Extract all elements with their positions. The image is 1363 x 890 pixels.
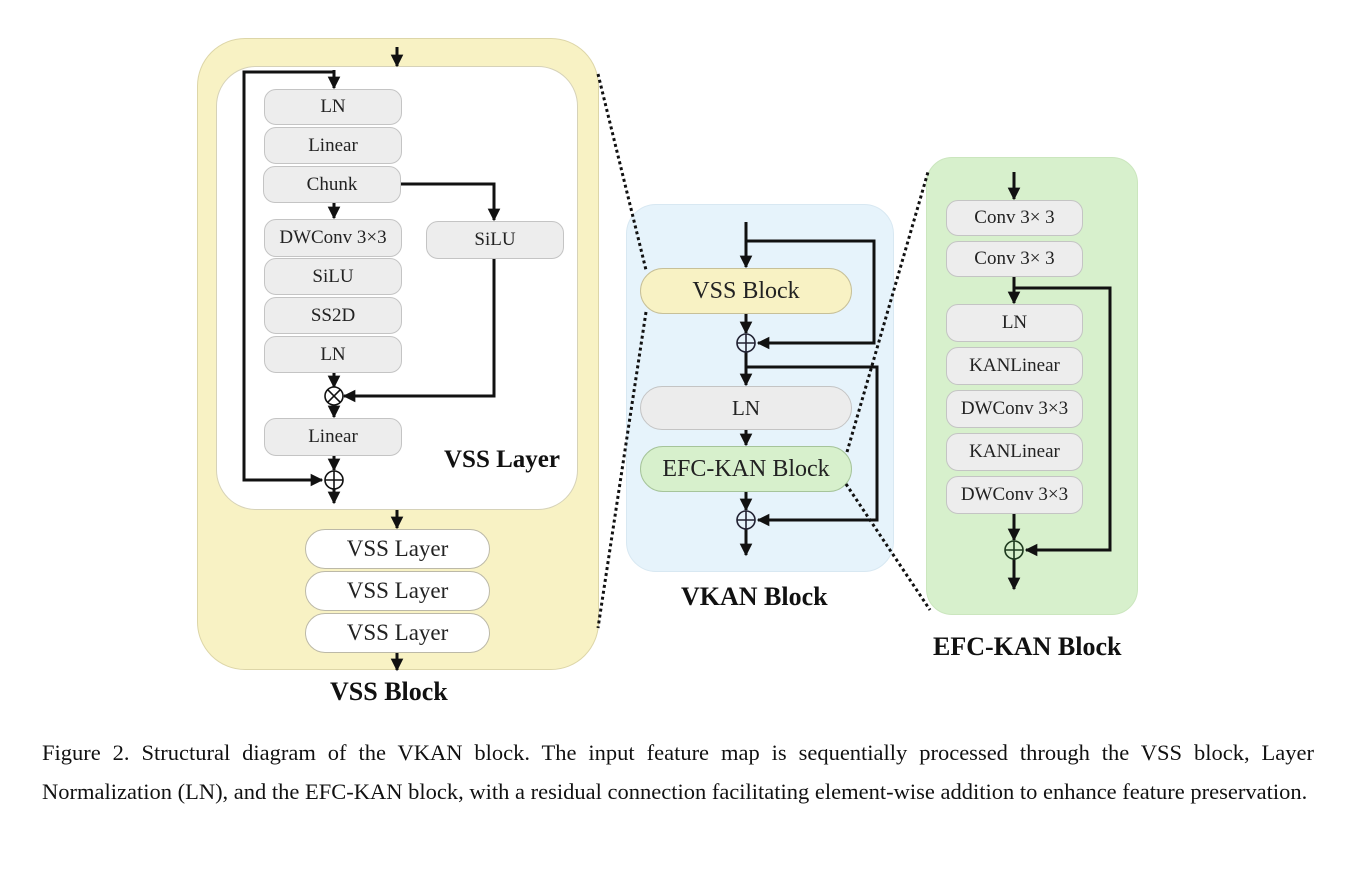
vss-ln-box: LN <box>264 89 402 125</box>
efc-conv1-box: Conv 3× 3 <box>946 200 1083 236</box>
chunk-to-silu-line <box>401 182 501 222</box>
vss-ss2d-box: SS2D <box>264 297 402 334</box>
vss-layer-add-icon <box>324 470 344 490</box>
efc-add-icon <box>1004 540 1024 560</box>
efc-conv2-box: Conv 3× 3 <box>946 241 1083 277</box>
vss-layer-stack-1: VSS Layer <box>305 529 490 569</box>
vss-layer-stack-3: VSS Layer <box>305 613 490 653</box>
vss-layer-title: VSS Layer <box>444 446 560 473</box>
efc-kan-block-title: EFC-KAN Block <box>933 632 1122 661</box>
vkan-add-icon-2 <box>736 510 756 530</box>
zoom-line-efc-top <box>845 171 930 453</box>
vkan-efc-kan-box: EFC-KAN Block <box>640 446 852 492</box>
vss-out-linear-box: Linear <box>264 418 402 456</box>
efc-dwconv2-box: DWConv 3×3 <box>946 476 1083 514</box>
efc-kanlinear2-box: KANLinear <box>946 433 1083 471</box>
vkan-add-icon-1 <box>736 333 756 353</box>
vkan-residual-2-line <box>746 365 879 527</box>
vkan-ln-box: LN <box>640 386 852 430</box>
vss-layer-stack-2: VSS Layer <box>305 571 490 611</box>
efc-kanlinear1-box: KANLinear <box>946 347 1083 385</box>
vss-layer-residual-line <box>242 70 334 487</box>
vkan-block-title: VKAN Block <box>681 582 828 611</box>
vss-dwconv-box: DWConv 3×3 <box>264 219 402 257</box>
vss-silu-box: SiLU <box>264 258 402 295</box>
vss-chunk-box: Chunk <box>263 166 401 203</box>
figure-caption: Figure 2. Structural diagram of the VKAN… <box>42 740 1314 804</box>
vss-gate-silu-box: SiLU <box>426 221 564 259</box>
vss-block-title: VSS Block <box>330 677 448 706</box>
zoom-line-efc-bottom <box>844 483 932 611</box>
efc-ln-box: LN <box>946 304 1083 342</box>
vss-ln2-box: LN <box>264 336 402 373</box>
vss-linear-box: Linear <box>264 127 402 164</box>
vkan-residual-1-line <box>746 239 876 350</box>
zoom-line-vss-bottom <box>596 311 648 629</box>
efc-dwconv1-box: DWConv 3×3 <box>946 390 1083 428</box>
multiply-icon <box>324 386 344 406</box>
vkan-vss-block-box: VSS Block <box>640 268 852 314</box>
efc-residual-line <box>1014 286 1112 557</box>
zoom-line-vss-top <box>596 73 648 271</box>
silu-to-multiply-line <box>342 259 496 403</box>
